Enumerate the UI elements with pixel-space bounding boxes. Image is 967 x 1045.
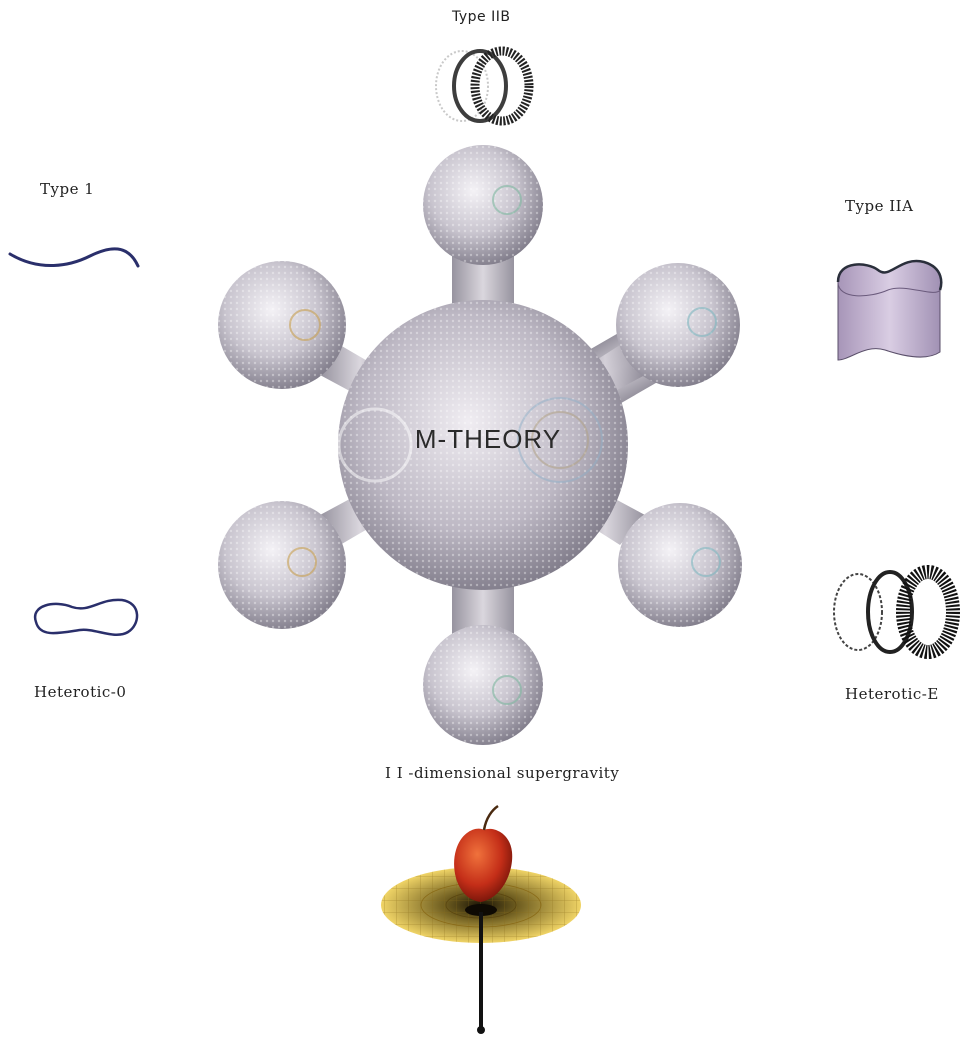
outer-sphere-upper-right: [616, 263, 740, 387]
center-label: M-THEORY: [415, 424, 561, 454]
outer-sphere-bottom: [423, 625, 543, 745]
outer-sphere-upper-left: [218, 261, 346, 389]
m-theory-sphere-cluster: M-THEORY: [218, 145, 742, 745]
supergravity-apple-icon: [381, 806, 581, 1034]
outer-sphere-top: [423, 145, 543, 265]
outer-sphere-lower-left: [218, 501, 346, 629]
type-iia-membrane-icon: [838, 261, 941, 360]
heterotic-0-closed-string-icon: [35, 600, 137, 635]
heterotic-e-rings-icon: [834, 572, 953, 652]
type-1-open-string-icon: [10, 249, 138, 266]
type-iib-rings-icon: [436, 51, 529, 121]
outer-sphere-lower-right: [618, 503, 742, 627]
